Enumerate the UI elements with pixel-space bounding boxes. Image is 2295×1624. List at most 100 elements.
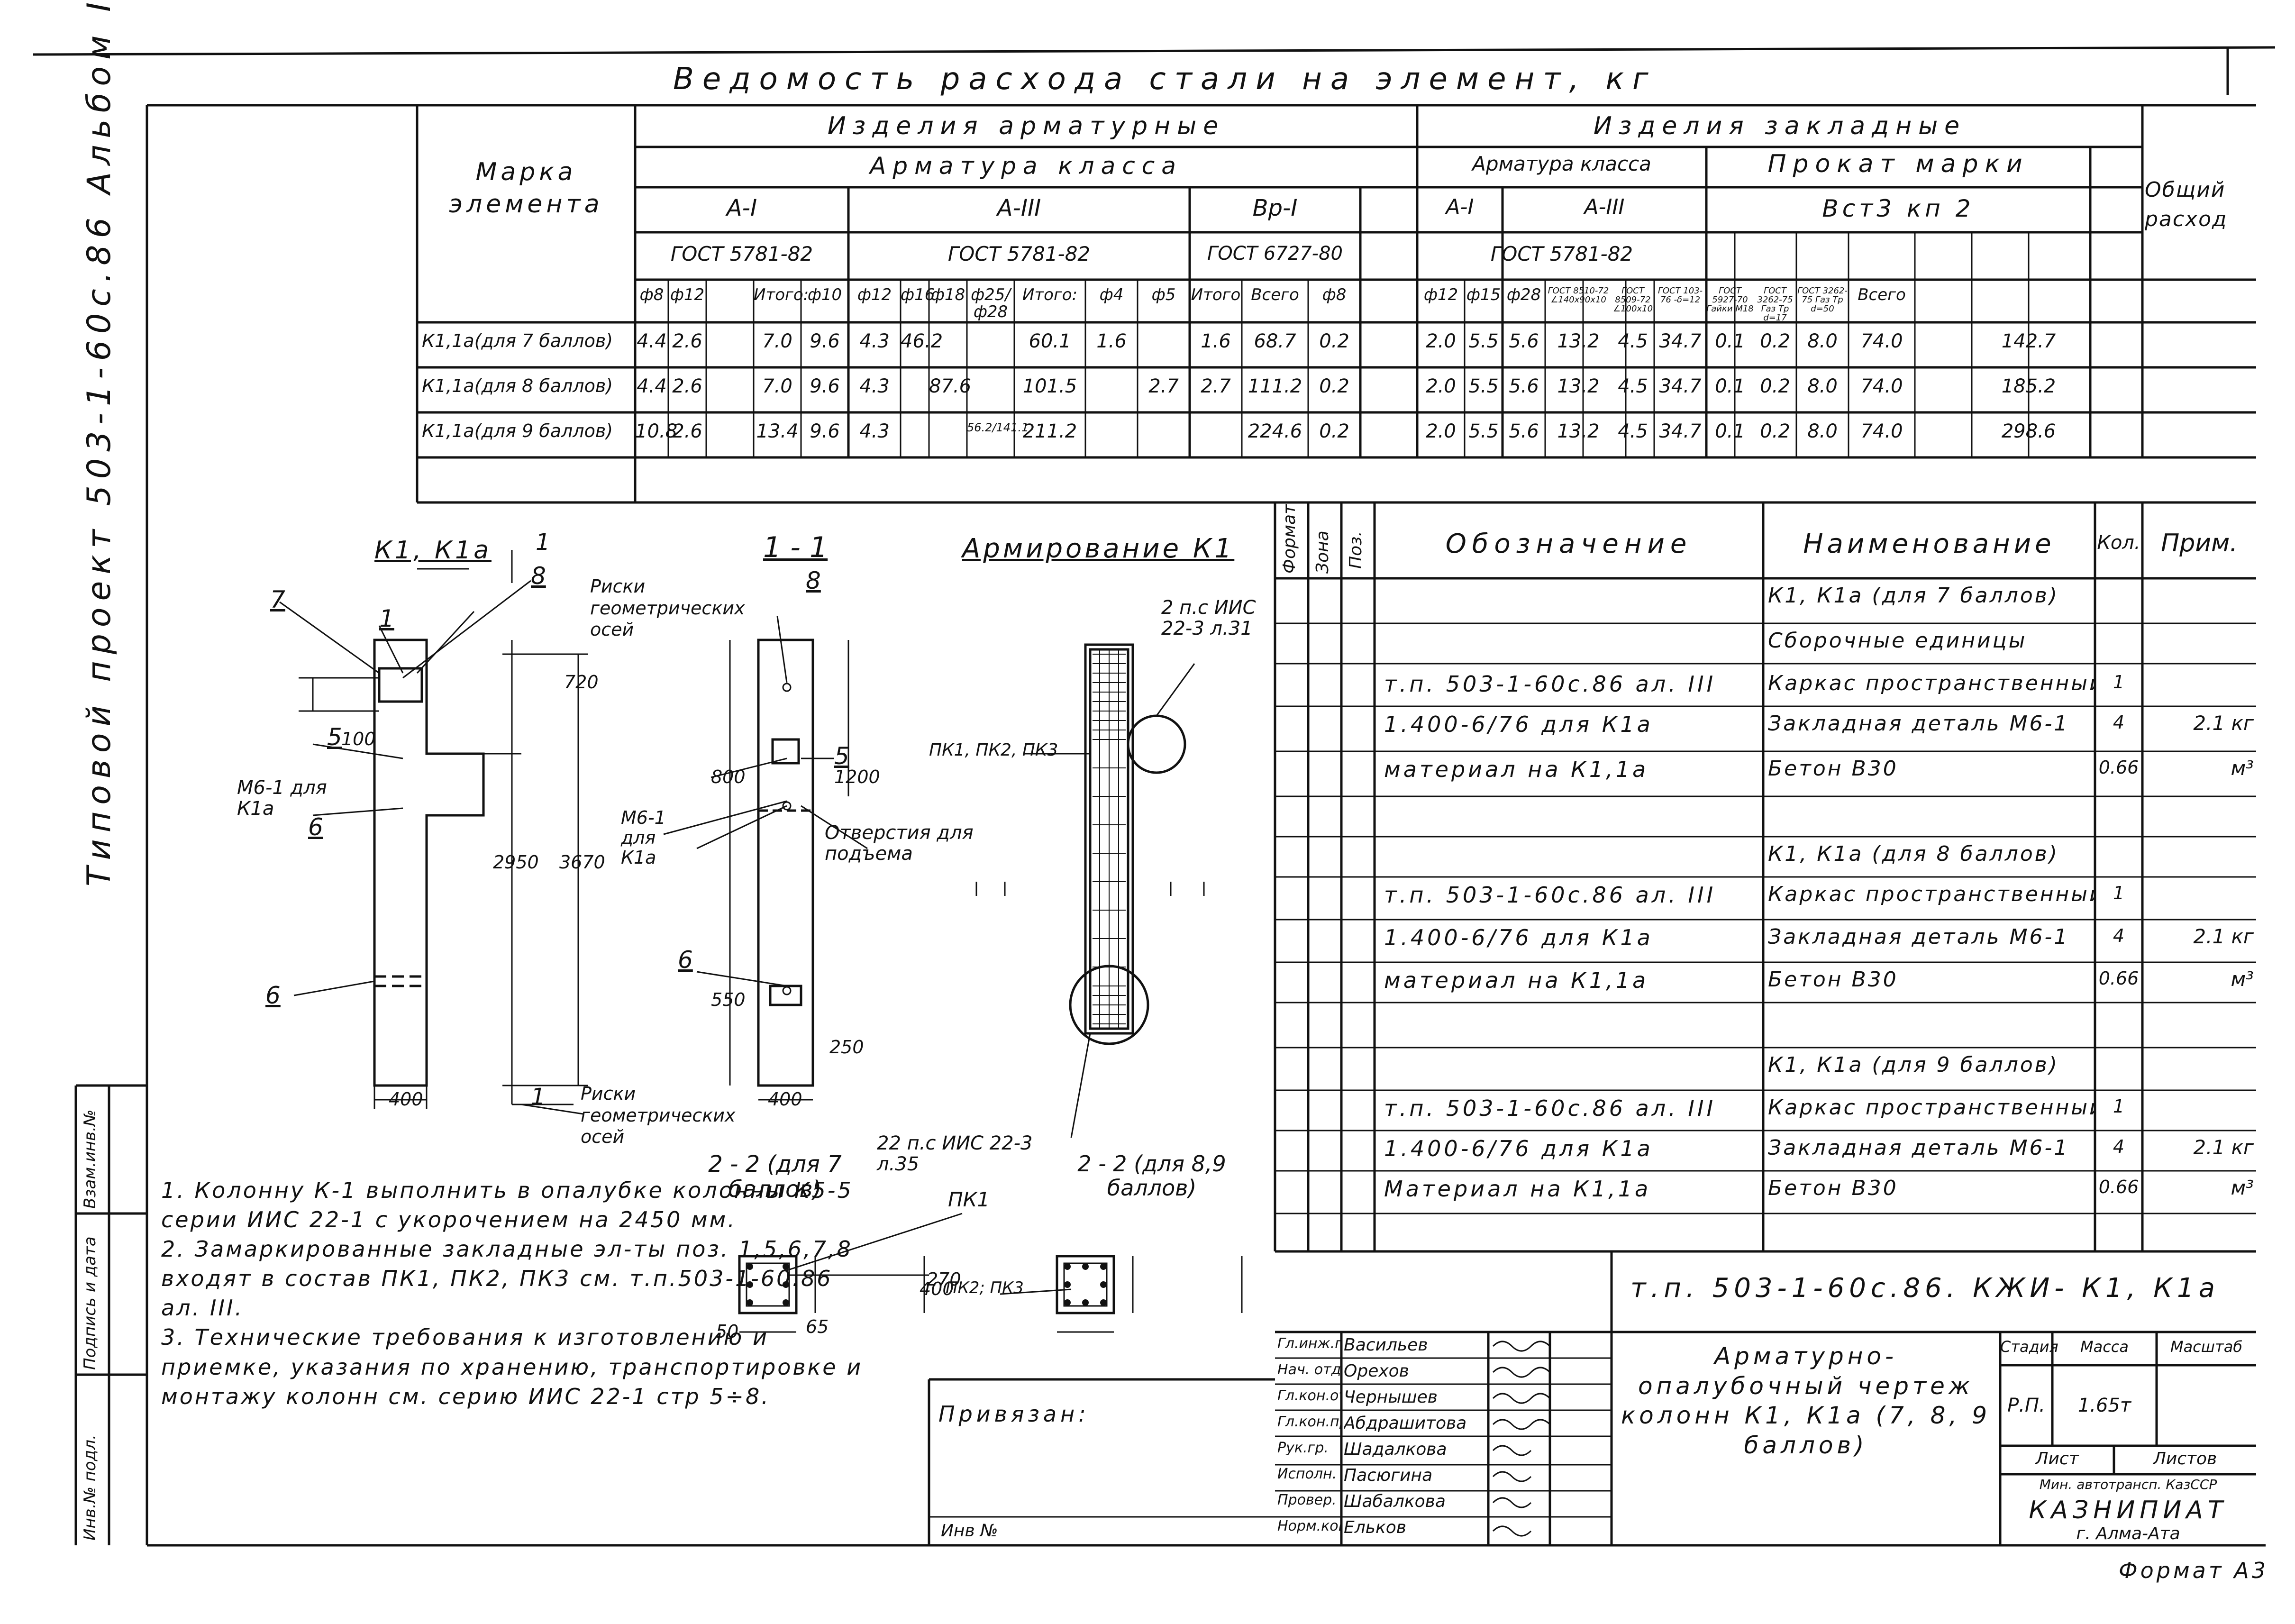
spec-qty: 1 (2113, 672, 2125, 693)
steel-cell: 4.5 (1618, 330, 1648, 352)
dimension-label: 550 (711, 989, 746, 1010)
steel-cell: 2.6 (672, 420, 702, 442)
organization: КАЗНИПИАТ (2029, 1496, 2228, 1524)
steel-col-head: Итого (1191, 285, 1241, 304)
steel-row-mark: К1,1а(для 7 баллов) (422, 330, 613, 351)
steel-cell: 13.2 (1557, 420, 1600, 442)
side-label-signature: Подпись и дата (81, 1236, 100, 1370)
spec-qty: 1 (2113, 1096, 2125, 1117)
dimension-label: 400 (768, 1089, 802, 1110)
position-label: 5 (327, 723, 342, 751)
mass-value: 1.65т (2077, 1395, 2131, 1416)
staff-name: Чернышев (1344, 1389, 1438, 1406)
spec-qty: 0.66 (2098, 968, 2139, 989)
steel-cell: 2.6 (672, 330, 702, 352)
staff-role: Гл.инж.пр. (1277, 1337, 1341, 1351)
pk1-label: ПК1 (948, 1188, 990, 1211)
spec-name: Бетон В30 (1768, 969, 1898, 990)
risks-label-top: Риски геометрических осей (590, 576, 745, 640)
note-item: 3. Технические требования к изготовлению… (161, 1324, 863, 1409)
steel-cell: 211.2 (1022, 420, 1077, 442)
steel-cell: 34.7 (1659, 375, 1702, 397)
dimension-label: 250 (829, 1037, 864, 1058)
spec-name: Бетон В30 (1768, 1178, 1898, 1199)
spec-qty: 4 (2113, 925, 2125, 946)
dimension-label: 400 (389, 1089, 423, 1110)
steel-cell: 8.0 (1807, 420, 1838, 442)
inv-label: Инв № (941, 1521, 998, 1541)
steel-cell: 4.3 (859, 420, 890, 442)
steel-cell: 46.2 (901, 330, 943, 352)
view-section-title: 1 - 1 (763, 531, 828, 564)
spec-head-zone: Зона (1313, 530, 1332, 574)
steel-cell: 5.6 (1509, 330, 1539, 352)
group-embedded-class: Арматура класса (1472, 152, 1651, 175)
position-label: 8 (531, 562, 546, 590)
spec-name: Сборочные единицы (1768, 630, 2027, 651)
dimension-label: 65 (806, 1316, 829, 1337)
staff-role: Гл.кон.пр. (1277, 1415, 1341, 1429)
steel-cell: 111.2 (1248, 375, 1302, 397)
steel-cell: 0.2 (1760, 330, 1790, 352)
spec-note: 2.1 кг (2193, 925, 2254, 948)
staff-role: Гл.кон.отд. (1277, 1389, 1341, 1403)
steel-cell: 13.4 (756, 420, 799, 442)
steel-cell: 4.4 (637, 330, 667, 352)
staff-name: Шабалкова (1344, 1493, 1446, 1510)
steel-col-head: ГОСТ 5927-70 Гайки М18 (1706, 286, 1754, 314)
note-item: 1. Колонну К-1 выполнить в опалубке коло… (161, 1177, 853, 1233)
staff-name: Пасюгина (1344, 1467, 1433, 1484)
steel-cell: 2.0 (1426, 420, 1456, 442)
spec-designation: т.п. 503-1-60с.86 ал. III (1384, 671, 1716, 697)
spec-name: Закладная деталь М6-1 (1768, 1138, 2069, 1159)
spec-name: Каркас пространственный ПК-3 (1768, 1097, 2095, 1118)
stage-value: Р.П. (2007, 1395, 2045, 1416)
md-label-2: М6-1 для К1а (621, 807, 666, 868)
position-label: 6 (265, 982, 281, 1009)
dimension-label: 800 (711, 766, 746, 787)
steel-cell: 9.6 (810, 330, 840, 352)
dimension-label: 100 (341, 729, 376, 749)
md-label-1: М6-1 для К1а (237, 777, 327, 820)
staff-name: Шадалкова (1344, 1441, 1447, 1458)
steel-cell: 1.6 (1096, 330, 1127, 352)
cage-ref-1: 2 п.с ИИС 22-3 л.31 (1161, 597, 1256, 639)
steel-cell: 56.2/141.1 (967, 421, 1029, 434)
spec-note: м³ (2231, 757, 2254, 780)
spec-designation: материал на К1,1а (1384, 967, 1649, 993)
steel-cell: 9.6 (810, 375, 840, 397)
position-label: 1 (379, 605, 394, 632)
position-label: 6 (308, 813, 323, 841)
steel-cell: 5.6 (1509, 420, 1539, 442)
staff-role: Нач. отд. (1277, 1363, 1341, 1377)
position-label: 7 (270, 586, 285, 613)
steel-cell: 2.6 (672, 375, 702, 397)
steel-col-head: ф12 (670, 285, 705, 304)
steel-cell: 0.1 (1715, 420, 1745, 442)
lifting-holes-label: Отверстия для подъема (825, 822, 974, 865)
steel-cell: 1.6 (1201, 330, 1231, 352)
dimension-label: 3670 (559, 852, 605, 873)
spec-designation: Материал на К1,1а (1384, 1176, 1651, 1202)
spec-name: К1, К1а (для 7 баллов) (1768, 585, 2059, 606)
dimension-label: 2950 (493, 852, 539, 873)
steel-col-head: ГОСТ 8510-72 ∠140x90x10 (1548, 286, 1609, 305)
steel-cell: 74.0 (1860, 420, 1903, 442)
steel-cell: 2.0 (1426, 330, 1456, 352)
steel-cell: 2.0 (1426, 375, 1456, 397)
steel-cell: 9.6 (810, 420, 840, 442)
steel-cell: 4.4 (637, 375, 667, 397)
steel-cell: 10.8 (635, 420, 678, 442)
steel-col-head: ГОСТ 3262-75 Газ Тр d=50 (1797, 286, 1848, 314)
gost-a3: ГОСТ 5781-82 (947, 242, 1091, 265)
staff-role: Исполн. (1277, 1467, 1337, 1481)
class-emb-a1: А-I (1446, 195, 1474, 219)
steel-cell: 4.3 (859, 375, 890, 397)
view-k1-title: К1, К1а (374, 536, 492, 565)
steel-cell: 4.5 (1618, 375, 1648, 397)
section-mark-bottom: 1 (531, 1084, 546, 1110)
dimension-label: 270 (927, 1269, 961, 1290)
section-22-title-b: 2 - 2 (для 8,9 баллов) (1077, 1151, 1226, 1201)
steel-cell: 7.0 (762, 330, 792, 352)
staff-role: Провер. (1277, 1493, 1337, 1507)
